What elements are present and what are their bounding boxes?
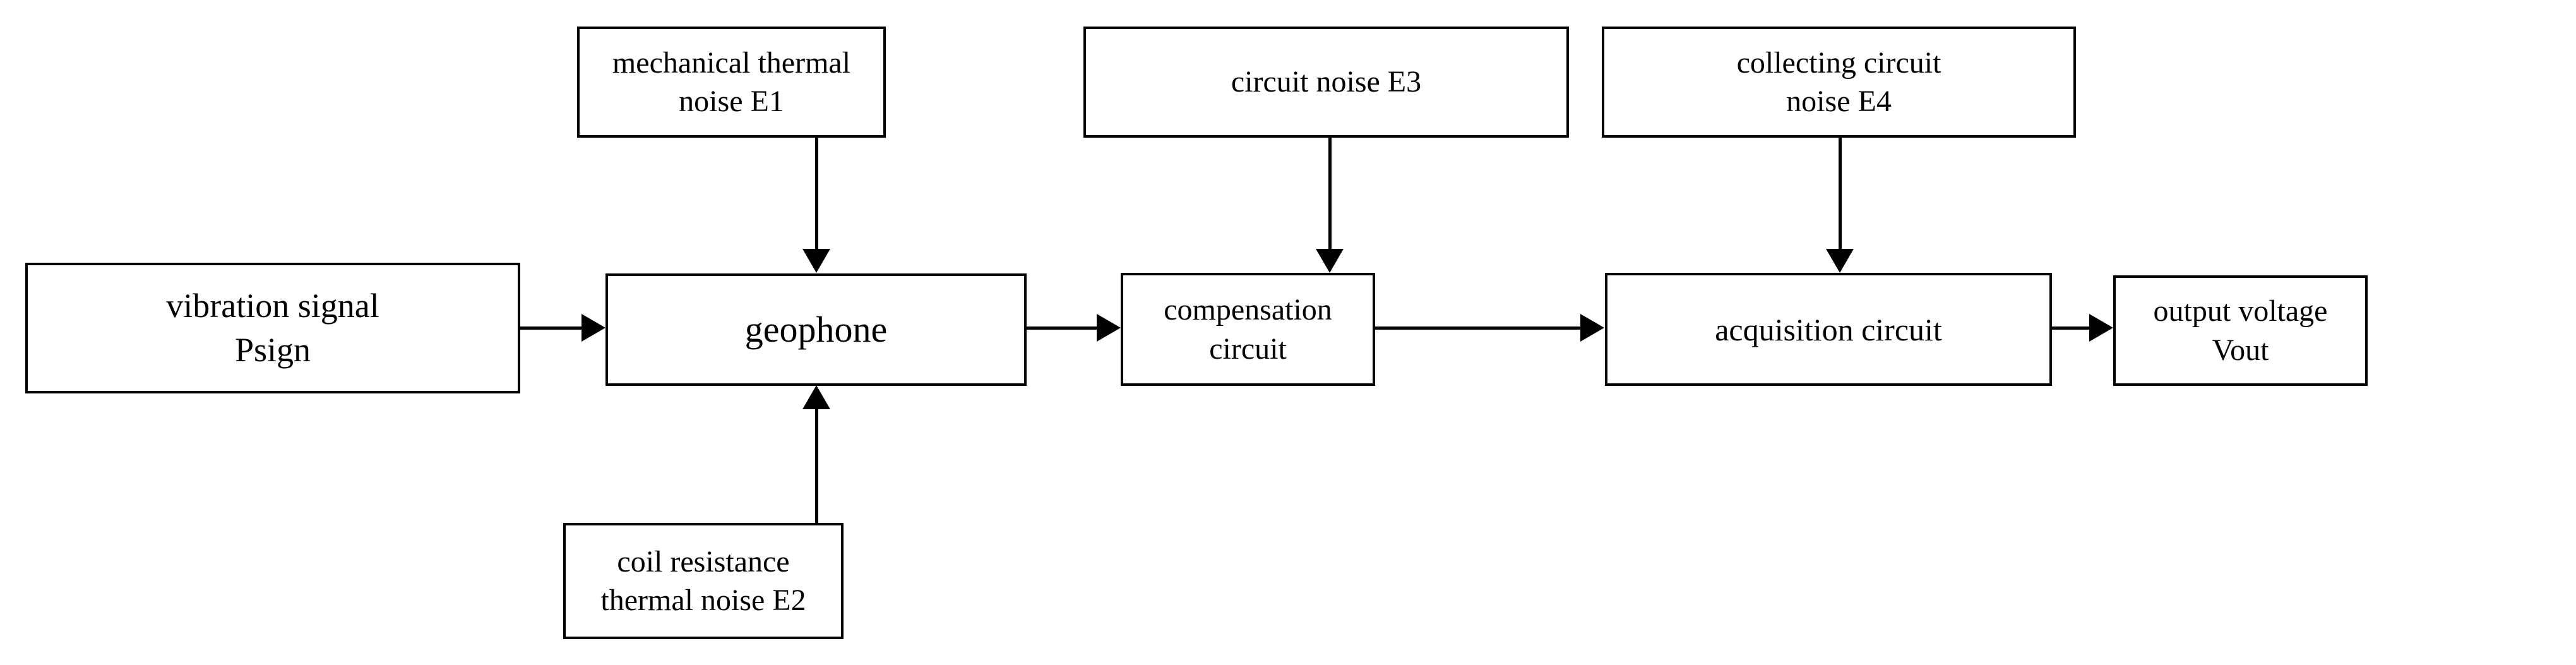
edge-arrowhead-e4-to-acquisition xyxy=(1826,249,1854,273)
edge-line-e3-to-compensation xyxy=(1328,138,1332,249)
node-label: geophone xyxy=(744,308,888,350)
edge-line-e1-to-geophone xyxy=(815,138,818,249)
node-compensation-circuit: compensation circuit xyxy=(1121,273,1375,386)
edge-arrowhead-compensation-to-acquisition xyxy=(1580,314,1604,342)
node-label: circuit noise E3 xyxy=(1231,65,1422,99)
node-geophone: geophone xyxy=(605,273,1027,386)
edge-line-compensation-to-acquisition xyxy=(1375,327,1581,330)
edge-arrowhead-acquisition-to-output xyxy=(2089,314,2113,342)
node-label: collecting circuit noise E4 xyxy=(1736,45,1941,118)
node-label: acquisition circuit xyxy=(1715,311,1942,347)
edge-line-e2-to-geophone xyxy=(815,409,818,525)
node-collecting-circuit-noise-e4: collecting circuit noise E4 xyxy=(1602,27,2076,138)
edge-line-e4-to-acquisition xyxy=(1839,138,1842,249)
node-label: coil resistance thermal noise E2 xyxy=(600,544,806,617)
node-label: compensation circuit xyxy=(1164,293,1332,366)
edge-arrowhead-geophone-to-compensation xyxy=(1097,314,1121,342)
edge-arrowhead-vibration-to-geophone xyxy=(581,314,605,342)
node-circuit-noise-e3: circuit noise E3 xyxy=(1083,27,1569,138)
node-output-voltage-vout: output voltage Vout xyxy=(2113,275,2368,386)
node-label: mechanical thermal noise E1 xyxy=(612,45,851,118)
node-label: vibration signal Psign xyxy=(166,287,379,369)
edge-line-geophone-to-compensation xyxy=(1027,327,1097,330)
edge-arrowhead-e2-to-geophone xyxy=(802,385,830,409)
edge-arrowhead-e1-to-geophone xyxy=(802,249,830,273)
node-mechanical-thermal-noise-e1: mechanical thermal noise E1 xyxy=(577,27,886,138)
edge-line-acquisition-to-output xyxy=(2052,327,2090,330)
node-label: output voltage Vout xyxy=(2153,294,2328,367)
edge-arrowhead-e3-to-compensation xyxy=(1316,249,1344,273)
node-coil-resistance-thermal-noise-e2: coil resistance thermal noise E2 xyxy=(563,523,844,639)
node-vibration-signal-psign: vibration signal Psign xyxy=(25,263,520,393)
node-acquisition-circuit: acquisition circuit xyxy=(1605,273,2052,386)
edge-line-vibration-to-geophone xyxy=(520,327,582,330)
